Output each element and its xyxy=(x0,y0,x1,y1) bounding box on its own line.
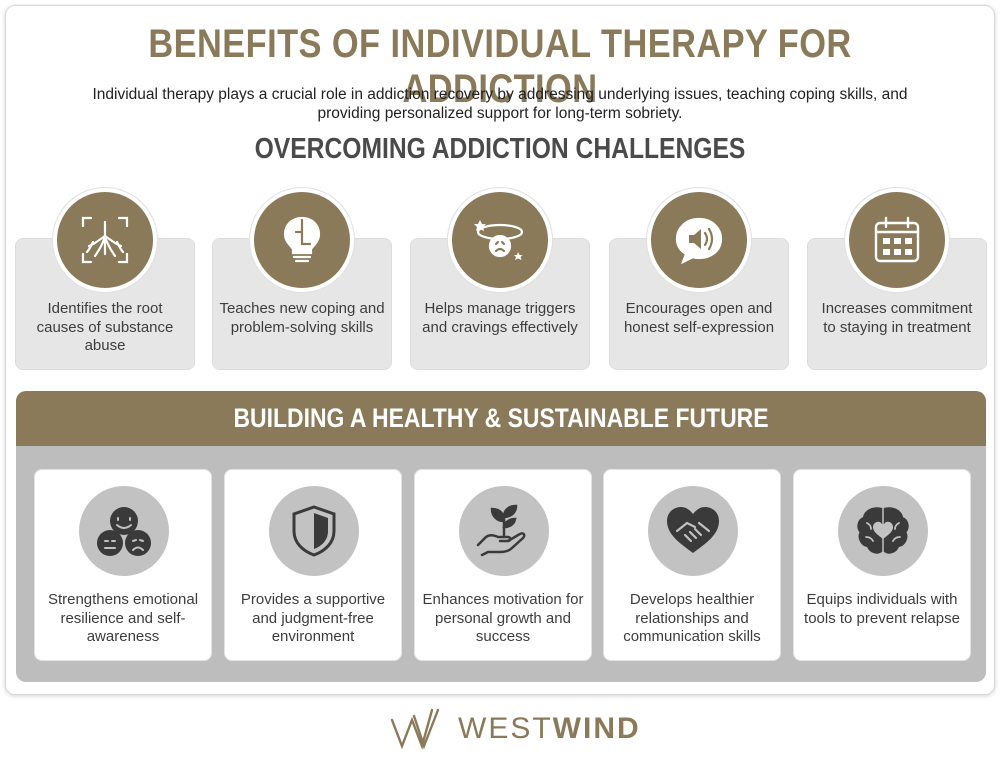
main-title: BENEFITS OF INDIVIDUAL THERAPY FOR ADDIC… xyxy=(148,22,852,111)
future-label: Equips individuals with tools to prevent… xyxy=(804,591,960,627)
future-card: Develops healthier relationships and com… xyxy=(603,469,781,661)
challenge-label: Helps manage triggers and cravings effec… xyxy=(422,300,578,336)
future-card: Enhances motivation for personal growth … xyxy=(414,469,592,661)
roots-icon xyxy=(53,188,157,292)
calendar-icon xyxy=(845,188,949,292)
intro-text: Individual therapy plays a crucial role … xyxy=(92,86,908,122)
section-title-challenges: OVERCOMING ADDICTION CHALLENGES xyxy=(254,133,746,165)
challenge-label: Teaches new coping and problem-solving s… xyxy=(219,300,385,336)
westwind-logo-icon xyxy=(390,708,440,750)
future-label: Enhances motivation for personal growth … xyxy=(422,591,584,645)
logo-text-bold: WIND xyxy=(552,712,641,745)
future-banner: BUILDING A HEALTHY & SUSTAINABLE FUTURE xyxy=(16,391,986,446)
shield-icon xyxy=(269,486,359,576)
westwind-logo: WESTWIND xyxy=(388,704,639,752)
section-title-future: BUILDING A HEALTHY & SUSTAINABLE FUTURE xyxy=(233,403,769,433)
challenge-label: Identifies the root causes of substance … xyxy=(36,300,174,354)
future-label: Develops healthier relationships and com… xyxy=(623,591,761,645)
lightbulb-puzzle-icon xyxy=(250,188,354,292)
future-card: Equips individuals with tools to prevent… xyxy=(793,469,971,661)
heart-handshake-icon xyxy=(648,486,738,576)
hand-sprout-icon xyxy=(459,486,549,576)
challenge-label: Increases commitment to staying in treat… xyxy=(821,300,973,336)
future-label: Strengthens emotional resilience and sel… xyxy=(47,591,199,645)
challenge-label: Encourages open and honest self-expressi… xyxy=(623,300,775,336)
challenge-card: Encourages open and honest self-expressi… xyxy=(609,238,789,370)
speech-speaker-icon xyxy=(647,188,751,292)
future-label: Provides a supportive and judgment-free … xyxy=(240,591,386,645)
logo-text: WESTWIND xyxy=(458,712,641,746)
future-card: Provides a supportive and judgment-free … xyxy=(224,469,402,661)
logo-text-light: WEST xyxy=(458,712,553,745)
future-card: Strengthens emotional resilience and sel… xyxy=(34,469,212,661)
brain-heart-icon xyxy=(838,486,928,576)
dizzy-face-icon xyxy=(448,188,552,292)
emotion-faces-icon xyxy=(79,486,169,576)
